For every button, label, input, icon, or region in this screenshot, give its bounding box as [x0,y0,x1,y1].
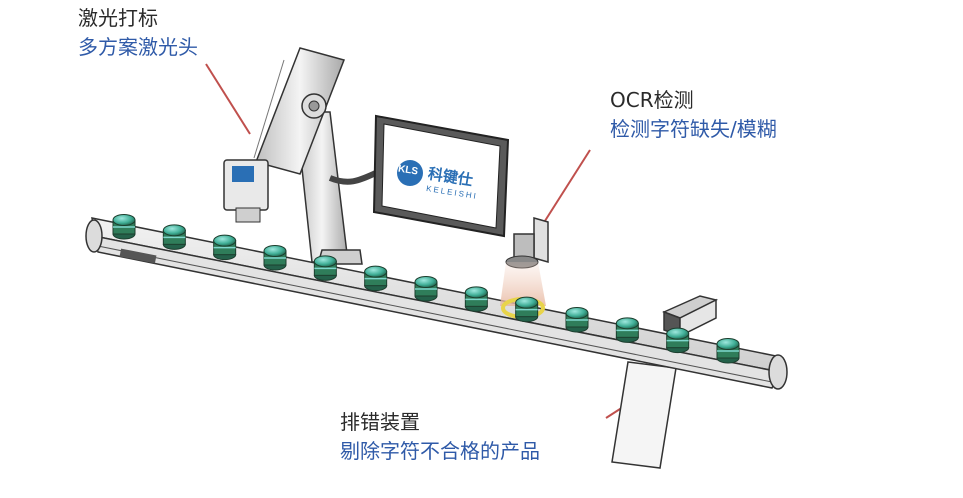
ocr-inspection-label: OCR检测 检测字符缺失/模糊 [610,88,777,142]
ocr-inspection-subtitle: 检测字符缺失/模糊 [610,117,777,141]
reject-device-title: 排错装置 [340,410,420,434]
ocr-inspection-title: OCR检测 [610,88,694,112]
bottle-cap [162,224,186,250]
bottle-cap [515,296,539,323]
ocr-leader-line [542,149,591,225]
bottle-cap [414,276,438,302]
rejector-box [662,295,719,338]
bottle-cap [263,245,287,271]
monitor-arm [328,169,380,185]
laser-leader-line [205,63,251,135]
brand-logo-icon [397,160,423,186]
ocr-camera [500,217,549,319]
reject-device-subtitle: 剔除字符不合格的产品 [340,439,540,463]
bottle-cap [112,214,136,240]
bottle-cap [666,327,690,354]
bottle-cap [364,265,388,292]
laser-marker-unit [223,47,363,265]
bottle-cap [464,286,488,312]
bottle-cap [615,317,639,343]
laser-marking-label: 激光打标 多方案激光头 [78,6,198,60]
monitor [372,114,510,238]
bottle-cap [213,234,237,261]
bottle-cap [313,255,337,281]
reject-device-label: 排错装置 剔除字符不合格的产品 [340,410,540,464]
bottle-cap [565,307,589,333]
laser-marking-subtitle: 多方案激光头 [78,35,198,59]
reject-chute [611,361,677,469]
bottle-cap [716,338,740,364]
laser-marking-title: 激光打标 [78,6,158,30]
bottle-row [112,214,740,364]
